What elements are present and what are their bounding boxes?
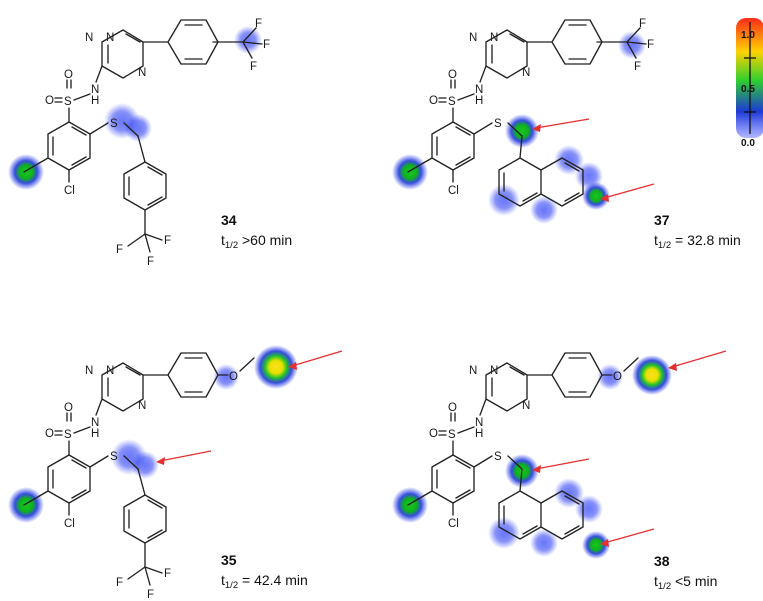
compound-number: 38 (654, 553, 670, 569)
compound-34-panel: 34 t1/2 >60 min (8, 17, 292, 269)
arrow-head (600, 194, 609, 202)
arrow-head (532, 124, 541, 132)
arrow-head (156, 457, 165, 465)
compound-37-panel: 37 t1/2 = 32.8 min (392, 17, 741, 251)
metabolism-arrow (535, 118, 590, 129)
arrow-head (668, 363, 677, 371)
half-life-label: t1/2 <5 min (654, 573, 717, 592)
metabolism-arrow (159, 450, 212, 462)
half-life-label: t1/2 = 42.4 min (221, 572, 308, 591)
scale-min-label: 0.0 (741, 138, 755, 149)
compound-35-panel: 35 t1/2 = 42.4 min (8, 345, 343, 601)
metabolism-arrow (603, 528, 655, 544)
compound-number: 35 (221, 552, 237, 568)
color-scale: 1.0 0.5 0.0 (735, 14, 763, 149)
half-life-label: t1/2 = 32.8 min (654, 232, 741, 251)
arrow-head (532, 465, 541, 473)
compound-38-panel: 38 t1/2 <5 min (392, 350, 727, 592)
metabolism-arrow (671, 350, 727, 368)
metabolism-arrow (535, 458, 590, 470)
scale-mid-label: 0.5 (741, 84, 755, 95)
compound-number: 34 (221, 212, 237, 228)
arrow-head (600, 539, 609, 547)
compound-number: 37 (654, 212, 670, 228)
arrow-head (288, 362, 297, 370)
scale-max-label: 1.0 (741, 30, 755, 41)
half-life-label: t1/2 >60 min (221, 232, 292, 251)
metabolism-arrow (291, 350, 343, 367)
metabolism-arrow (603, 183, 655, 199)
